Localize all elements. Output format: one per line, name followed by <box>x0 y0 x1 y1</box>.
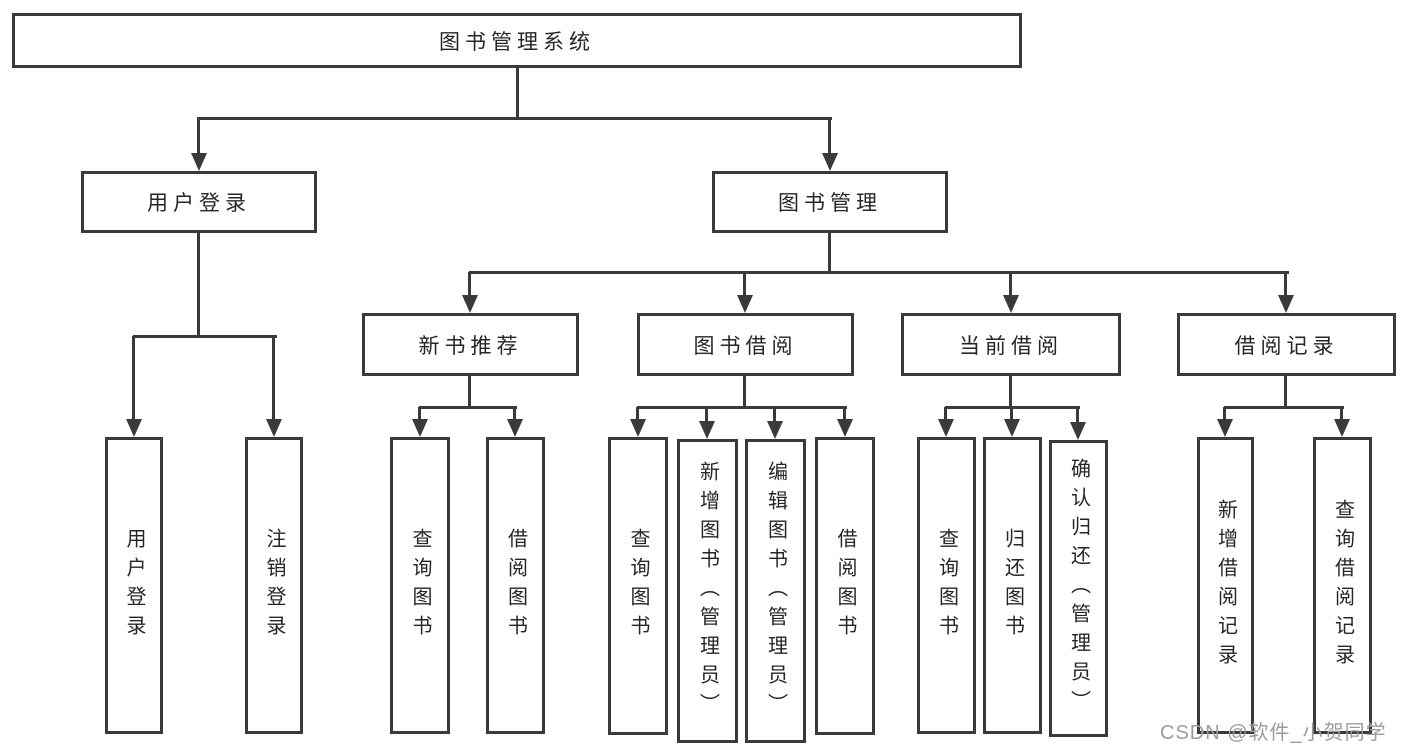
node-book-management: 图书管理 <box>712 171 948 233</box>
arrowhead-icon <box>699 421 715 439</box>
arrowhead-icon <box>837 419 853 437</box>
arrowhead-icon <box>1070 422 1086 440</box>
connector-line <box>1009 272 1012 297</box>
connector-line <box>944 407 947 421</box>
leaf-borrow-books-recommend: 借阅图书 <box>486 437 545 734</box>
leaf-query-books-current-label: 查询图书 <box>935 527 958 644</box>
connector-line <box>133 335 277 338</box>
connector-line <box>468 272 471 297</box>
arrowhead-icon <box>938 419 954 437</box>
connector-line <box>828 117 831 155</box>
arrowhead-icon <box>630 419 646 437</box>
leaf-borrow-books-recommend-label: 借阅图书 <box>504 527 527 644</box>
connector-line <box>743 376 746 408</box>
connector-line <box>636 407 639 421</box>
connector-line <box>419 406 517 409</box>
arrowhead-icon <box>266 419 282 437</box>
node-borrowing-records-label: 借阅记录 <box>1234 334 1339 358</box>
node-current-borrowing-label: 当前借阅 <box>959 334 1063 358</box>
node-library-system: 图书管理系统 <box>12 13 1022 68</box>
connector-line <box>468 376 471 408</box>
node-library-system-label: 图书管理系统 <box>439 30 595 54</box>
node-book-borrowing: 图书借阅 <box>637 313 854 376</box>
arrowhead-icon <box>1278 295 1294 313</box>
connector-line <box>1076 407 1079 424</box>
arrowhead-icon <box>462 295 478 313</box>
connector-line <box>1340 407 1343 421</box>
leaf-return-books: 归还图书 <box>983 437 1042 734</box>
leaf-query-books-recommend: 查询图书 <box>390 437 450 734</box>
arrowhead-icon <box>822 153 838 171</box>
leaf-confirm-return-admin-label: 确认归还（管理员） <box>1067 458 1090 719</box>
connector-line <box>743 272 746 297</box>
leaf-borrow-books-borrowing: 借阅图书 <box>815 437 875 735</box>
connector-line <box>828 233 831 273</box>
connector-line <box>272 336 275 421</box>
node-new-book-recommendation-label: 新书推荐 <box>418 334 523 358</box>
leaf-add-books-admin: 新增图书（管理员） <box>677 439 738 743</box>
connector-line <box>197 233 200 338</box>
node-current-borrowing: 当前借阅 <box>901 313 1121 376</box>
watermark: CSDN @软件_小贺同学 <box>1160 722 1387 744</box>
arrowhead-icon <box>1004 419 1020 437</box>
connector-line <box>132 336 135 421</box>
leaf-return-books-label: 归还图书 <box>1001 527 1024 644</box>
leaf-user-login: 用户登录 <box>105 437 163 734</box>
arrowhead-icon <box>126 419 142 437</box>
connector-line <box>637 406 847 409</box>
connector-line <box>516 68 519 118</box>
arrowhead-icon <box>1217 419 1233 437</box>
leaf-borrow-books-borrowing-label: 借阅图书 <box>834 528 856 644</box>
leaf-logout-login: 注销登录 <box>245 437 303 734</box>
node-user-login: 用户登录 <box>81 171 317 233</box>
connector-line <box>469 271 1289 274</box>
node-user-login-label: 用户登录 <box>147 192 251 215</box>
connector-line <box>198 117 832 120</box>
leaf-add-borrow-record: 新增借阅记录 <box>1197 437 1254 734</box>
connector-line <box>1223 407 1226 421</box>
arrowhead-icon <box>1334 419 1350 437</box>
connector-line <box>1224 406 1344 409</box>
node-new-book-recommendation: 新书推荐 <box>362 313 579 376</box>
leaf-query-books-recommend-label: 查询图书 <box>409 527 431 644</box>
node-book-borrowing-label: 图书借阅 <box>693 334 798 358</box>
node-book-management-label: 图书管理 <box>778 192 882 215</box>
leaf-query-books-borrowing-label: 查询图书 <box>627 528 649 644</box>
connector-line <box>197 117 200 155</box>
leaf-edit-books-admin-label: 编辑图书（管理员） <box>764 460 787 722</box>
leaf-query-books-current: 查询图书 <box>917 437 976 734</box>
connector-line <box>843 407 846 421</box>
connector-line <box>1010 407 1013 421</box>
leaf-query-borrow-record: 查询借阅记录 <box>1313 437 1372 734</box>
arrowhead-icon <box>507 419 523 437</box>
arrowhead-icon <box>412 419 428 437</box>
leaf-query-borrow-record-label: 查询借阅记录 <box>1331 498 1354 673</box>
connector-line <box>1284 376 1287 408</box>
arrowhead-icon <box>737 295 753 313</box>
leaf-user-login-label: 用户登录 <box>123 527 145 644</box>
leaf-add-books-admin-label: 新增图书（管理员） <box>696 460 719 722</box>
leaf-add-borrow-record-label: 新增借阅记录 <box>1214 498 1237 673</box>
connector-line <box>513 407 516 421</box>
connector-line <box>705 407 708 423</box>
connector-line <box>1284 272 1287 297</box>
arrowhead-icon <box>767 421 783 439</box>
arrowhead-icon <box>1003 295 1019 313</box>
leaf-confirm-return-admin: 确认归还（管理员） <box>1049 440 1108 737</box>
connector-line <box>418 407 421 421</box>
connector-line <box>773 407 776 423</box>
arrowhead-icon <box>191 153 207 171</box>
leaf-edit-books-admin: 编辑图书（管理员） <box>745 439 806 743</box>
leaf-query-books-borrowing: 查询图书 <box>608 437 668 735</box>
node-borrowing-records: 借阅记录 <box>1177 313 1396 376</box>
leaf-logout-login-label: 注销登录 <box>263 527 285 644</box>
connector-line <box>1009 376 1012 408</box>
